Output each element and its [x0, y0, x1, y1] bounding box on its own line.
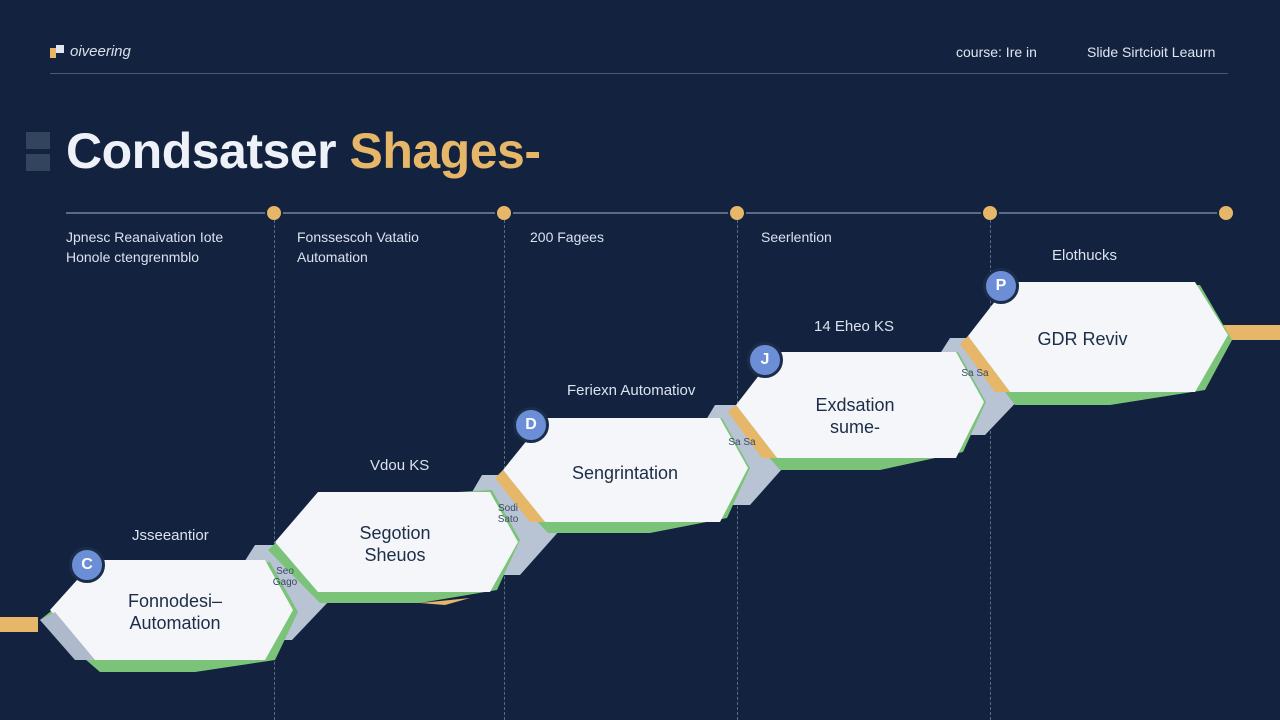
- timeline-dot: [1217, 204, 1235, 222]
- step-badge-1[interactable]: C: [69, 547, 105, 583]
- ribbon-start: [0, 617, 38, 632]
- title-decoration: [26, 132, 50, 172]
- ribbon-end: [1215, 325, 1280, 340]
- nav-link-course[interactable]: course: Ire in: [956, 44, 1037, 60]
- step-card-5: [960, 282, 1232, 405]
- logo-text: oiveering: [70, 43, 131, 60]
- step-badge-5[interactable]: P: [983, 268, 1019, 304]
- step-caption-4: 14 Eheo KS: [814, 318, 895, 335]
- brand-logo[interactable]: oiveering: [50, 43, 131, 60]
- step-caption-1: Jsseeantior: [132, 527, 209, 544]
- nav-link-slide[interactable]: Slide Sirtcioit Leaurn: [1087, 44, 1216, 60]
- step-card-2: [268, 490, 520, 605]
- step-card-1: [40, 560, 298, 672]
- step-card-3: [495, 418, 750, 533]
- step-side-note-4: Sa Sa: [728, 437, 756, 448]
- milestone-label-3: 200 Fagees: [530, 229, 604, 245]
- header-divider: [50, 73, 1228, 74]
- step-caption-2: Vdou KS: [370, 457, 430, 474]
- step-side-note-2: Seo Gago: [272, 566, 298, 588]
- title-part-2: Shages-: [349, 123, 541, 179]
- stage-divider: [274, 220, 275, 720]
- stage-divider: [990, 220, 991, 720]
- page-title: Condsatser Shages-: [66, 122, 541, 180]
- step-card-4: [728, 352, 986, 470]
- step-caption-5: Elothucks: [1052, 247, 1118, 264]
- step-badge-4[interactable]: J: [747, 342, 783, 378]
- step-caption-3: Feriexn Automatiov: [567, 382, 696, 399]
- step-side-note-5: Sa Sa: [961, 368, 989, 379]
- step-side-note-3: Sodi Sato: [497, 503, 519, 525]
- timeline-line: [66, 212, 1226, 214]
- title-part-1: Condsatser: [66, 123, 350, 179]
- milestone-label-4: Seerlention: [761, 229, 832, 245]
- step-badge-3[interactable]: D: [513, 407, 549, 443]
- logo-icon: [50, 44, 64, 59]
